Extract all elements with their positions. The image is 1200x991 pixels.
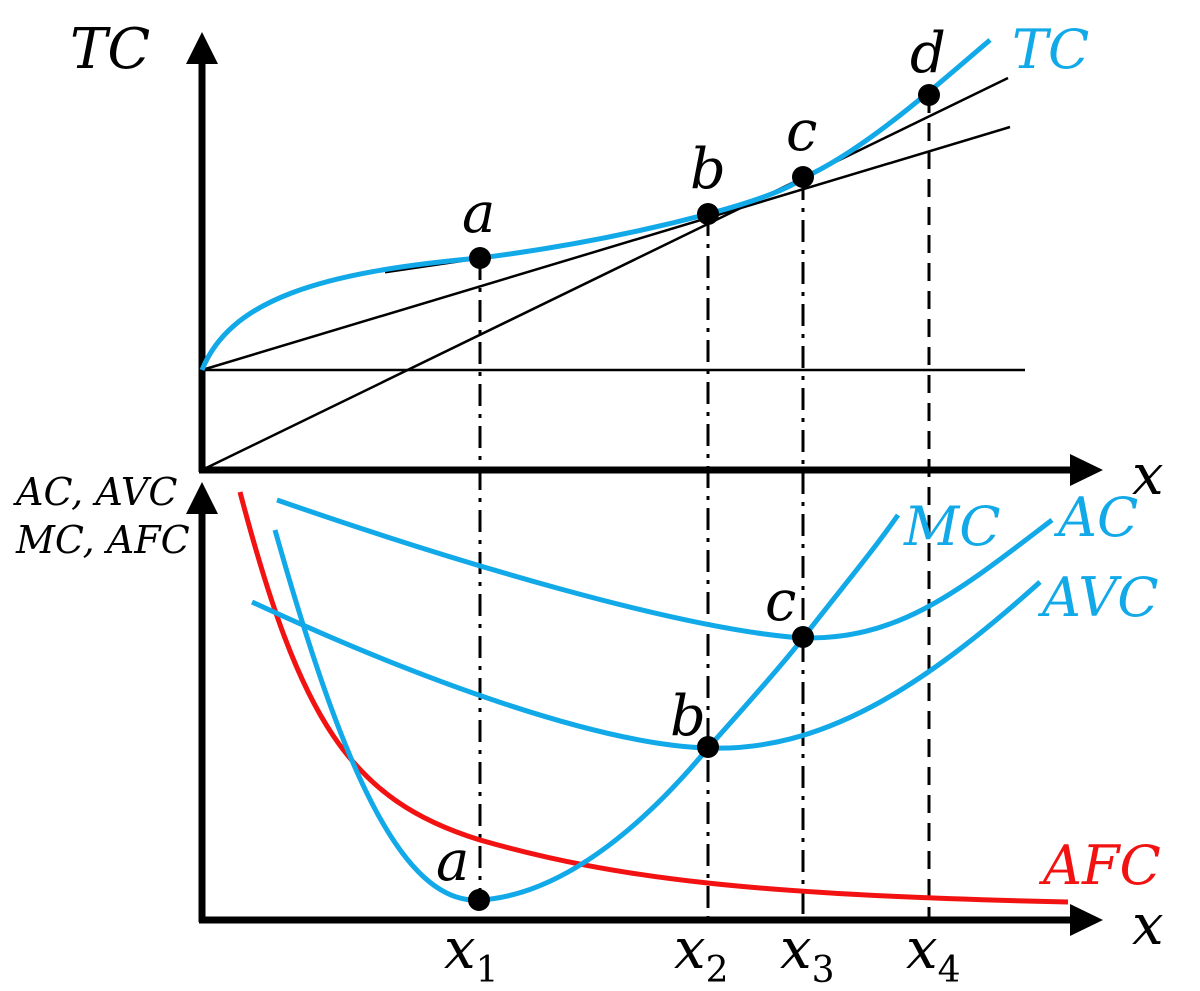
ac-curve	[276, 497, 1054, 641]
top-x-axis-arrow	[1070, 454, 1103, 486]
x-tick-2-sub: 2	[706, 950, 729, 991]
top-point-b	[697, 203, 719, 225]
ac-curve-label: AC	[1053, 486, 1138, 549]
bottom-x-axis-arrow	[1070, 904, 1103, 936]
x-tick-3-sub: 3	[812, 950, 835, 991]
bottom-y-axis-arrow	[186, 482, 218, 514]
tc-curve	[199, 38, 992, 371]
x-tick-4: x4	[906, 917, 961, 991]
x-tick-3: x3	[780, 917, 835, 991]
x-tick-4-sub: 4	[938, 950, 961, 991]
tc-curve-label: TC	[1012, 18, 1089, 81]
x-tick-2-base: x	[674, 917, 706, 982]
top-point-d-label: d	[910, 21, 946, 86]
x-tick-2: x2	[674, 917, 729, 991]
afc-curve	[237, 491, 1069, 905]
bottom-y-axis-label-line2: MC, AFC	[15, 518, 190, 562]
top-x-axis-label: x	[1132, 443, 1164, 508]
x-tick-1-base: x	[444, 917, 476, 982]
top-point-a	[469, 247, 491, 269]
x-tick-1: x1	[444, 917, 499, 991]
x-tick-3-base: x	[780, 917, 812, 982]
bottom-point-b	[697, 736, 719, 758]
bottom-point-c-label: c	[765, 569, 796, 634]
top-point-a-label: a	[462, 181, 495, 246]
mc-curve	[272, 513, 901, 903]
top-point-b-label: b	[690, 137, 726, 202]
bottom-point-a-label: a	[436, 829, 469, 894]
avc-curve-label: AVC	[1037, 566, 1159, 629]
avc-curve	[250, 580, 1042, 751]
top-y-axis-label: TC	[70, 17, 150, 82]
top-point-c	[792, 166, 814, 188]
bottom-y-axis-label-line1: AC, AVC	[13, 470, 177, 514]
x-tick-1-sub: 1	[476, 950, 499, 991]
bottom-point-c	[792, 626, 814, 648]
bottom-point-b-label: b	[670, 684, 706, 749]
afc-curve-label: AFC	[1038, 834, 1161, 897]
bottom-point-a	[468, 889, 490, 911]
top-y-axis-arrow	[186, 32, 218, 64]
top-point-d	[918, 84, 940, 106]
ray-origin-through-c	[201, 76, 1009, 472]
top-point-c-label: c	[786, 99, 817, 164]
mc-curve-label: MC	[903, 495, 1001, 558]
ray-fixed-cost-through-b	[201, 125, 1011, 372]
bottom-x-axis-label: x	[1132, 893, 1164, 958]
x-tick-4-base: x	[906, 917, 938, 982]
